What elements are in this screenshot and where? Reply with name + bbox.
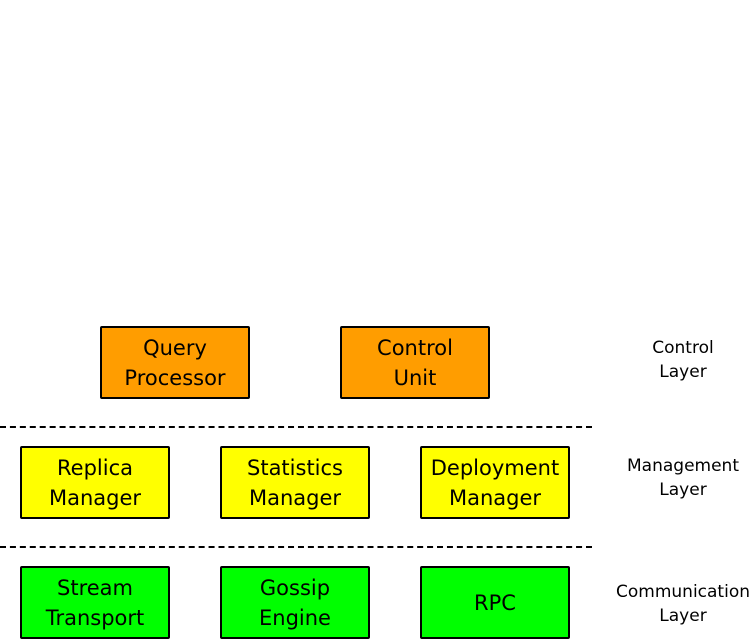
statistics-manager-box: Statistics Manager	[220, 446, 370, 519]
rpc-box: RPC	[420, 566, 570, 639]
layer-divider	[0, 546, 592, 548]
control-unit-label: Control Unit	[377, 335, 453, 390]
replica-manager-box: Replica Manager	[20, 446, 170, 519]
communication-layer-label: Communication Layer	[616, 582, 750, 626]
stream-transport-label: Stream Transport	[45, 575, 145, 630]
management-layer-label: Management Layer	[627, 456, 739, 500]
deployment-manager-label: Deployment Manager	[430, 455, 560, 510]
control-layer-label: Control Layer	[652, 338, 714, 382]
replica-manager-label: Replica Manager	[48, 455, 142, 510]
control-unit-box: Control Unit	[340, 326, 490, 399]
query-processor-label: Query Processor	[124, 335, 226, 390]
layer-divider	[0, 426, 592, 428]
statistics-manager-label: Statistics Manager	[247, 455, 343, 510]
gossip-engine-label: Gossip Engine	[259, 575, 331, 630]
rpc-label: RPC	[474, 590, 516, 615]
gossip-engine-box: Gossip Engine	[220, 566, 370, 639]
query-processor-box: Query Processor	[100, 326, 250, 399]
stream-transport-box: Stream Transport	[20, 566, 170, 639]
deployment-manager-box: Deployment Manager	[420, 446, 570, 519]
